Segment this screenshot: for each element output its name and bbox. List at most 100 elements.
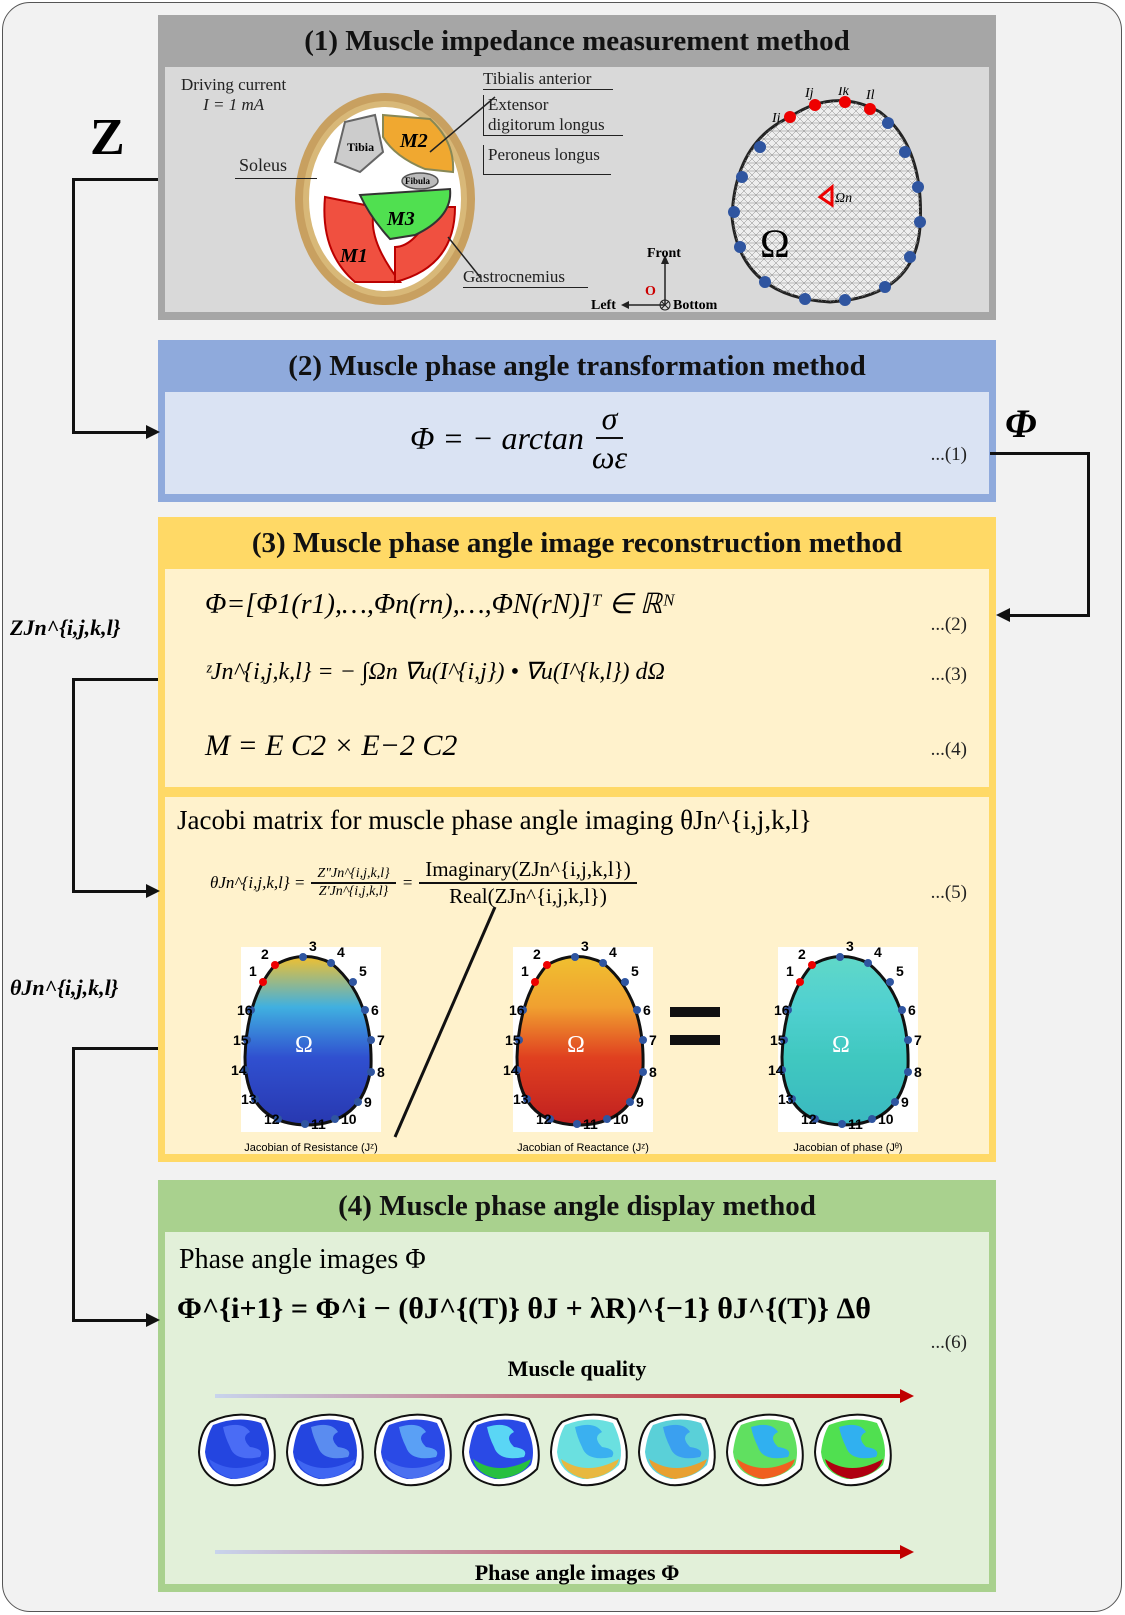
electrode-number: 13 (778, 1091, 794, 1107)
driving-current-label: Driving current I = 1 mA (181, 75, 286, 115)
eq1-lhs: Φ = − arctan (410, 419, 584, 456)
phase-angle-image (549, 1413, 628, 1487)
arrowhead (146, 425, 160, 439)
eq5-fraction-2: Imaginary(ZJn^{i,j,k,l})Real(ZJn^{i,j,k,… (419, 857, 637, 909)
eq6-number: ...(6) (930, 1332, 967, 1353)
electrode-marker (349, 978, 357, 986)
leg-cross-section-diagram: Tibia Fibula M2 M3 M1 (295, 93, 496, 305)
jacobian-caption: Jacobian of phase (Jᶿ) (793, 1142, 902, 1154)
display-content: Phase angle images Φ Φ^{i+1} = Φ^i − (θJ… (165, 1232, 989, 1585)
extensor-line2: digitorum longus (488, 115, 605, 134)
electrode-marker (891, 1098, 899, 1106)
electrode-number: 1 (249, 963, 257, 979)
eq5-f2-den: Real(ZJn^{i,j,k,l}) (449, 884, 607, 908)
electrode-marker (543, 961, 551, 969)
eq1-numerator: σ (595, 400, 624, 439)
phase-angle-image (285, 1413, 364, 1487)
electrode-number: 16 (237, 1002, 253, 1018)
origin-label: O (645, 284, 656, 299)
electrode-number: 7 (649, 1032, 657, 1048)
flow-line (1010, 614, 1090, 617)
electrode-number: 6 (908, 1002, 916, 1018)
current-j-label: Ij (804, 87, 814, 101)
electrode-marker (259, 978, 267, 986)
electrode-number: 12 (264, 1111, 280, 1127)
panel-display: (4) Muscle phase angle display method Ph… (158, 1180, 996, 1592)
arrowhead (996, 608, 1010, 622)
jacobian-caption: Jacobian of Resistance (Jᶻ) (244, 1142, 378, 1154)
arrowhead (146, 884, 160, 898)
eq5-f1-num: Z"Jn^{i,j,k,l} (311, 866, 396, 884)
panel-reconstruction: (3) Muscle phase angle image reconstruct… (158, 517, 996, 1162)
electrode-marker (836, 953, 844, 961)
electrode-number: 16 (774, 1002, 790, 1018)
electrode-marker (633, 1006, 641, 1014)
flow-line (990, 452, 1090, 455)
z-symbol: Z (90, 109, 125, 166)
electrode-number: 8 (914, 1064, 922, 1080)
m1-label: M1 (339, 245, 368, 267)
electrode-number: 14 (231, 1062, 247, 1078)
muscle-quality-label: Muscle quality (507, 1356, 647, 1381)
arrowhead (146, 1313, 160, 1327)
jacobi-title: Jacobi matrix for muscle phase angle ima… (177, 805, 812, 835)
equation-5: θJn^{i,j,k,l} = Z"Jn^{i,j,k,l}Z'Jn^{i,j,… (210, 857, 637, 909)
electrode-marker (367, 1036, 375, 1044)
images-gradient-arrow (215, 1550, 905, 1554)
electrode-number: 10 (878, 1111, 894, 1127)
electrode-number: 4 (609, 944, 617, 960)
eq5-f2-num: Imaginary(ZJn^{i,j,k,l}) (419, 857, 637, 884)
electrode-marker (898, 1006, 906, 1014)
electrode-marker (639, 1036, 647, 1044)
electrode-marker (299, 953, 307, 961)
electrode-number: 14 (768, 1062, 784, 1078)
electrode-number: 9 (636, 1094, 644, 1110)
electrode-marker (868, 1115, 876, 1123)
electrode-number: 4 (874, 944, 882, 960)
m2-label: M2 (399, 130, 428, 152)
electrode-marker (531, 978, 539, 986)
electrode-marker (796, 978, 804, 986)
electrode-number: 8 (649, 1064, 657, 1080)
electrode-number: 5 (359, 963, 367, 979)
electrode-number: 9 (364, 1094, 372, 1110)
phase-images-subtitle: Phase angle images Φ (179, 1244, 426, 1275)
bottom-label: Bottom (673, 298, 718, 313)
current-i-label: Ii (771, 111, 781, 126)
phase-angle-image (725, 1413, 804, 1487)
eq3-number: ...(3) (930, 664, 967, 685)
theta-jacobian-symbol: θJn^{i,j,k,l} (10, 975, 119, 1000)
flow-line (72, 678, 158, 681)
electrode-number: 13 (513, 1091, 529, 1107)
phase-angle-image (461, 1413, 540, 1487)
electrode-number: 6 (371, 1002, 379, 1018)
electrode-number: 11 (311, 1116, 326, 1132)
gastrocnemius-label: Gastrocnemius (463, 267, 588, 288)
equation-1: Φ = − arctan σ ωε (410, 400, 627, 476)
electrode-marker (864, 959, 872, 967)
flow-line (72, 890, 150, 893)
electrode-marker (626, 1098, 634, 1106)
z-jacobian-symbol: ZJn^{i,j,k,l} (10, 615, 121, 640)
transformation-content: Φ = − arctan σ ωε ...(1) (165, 392, 989, 494)
reconstruction-equations: Φ=[Φ1(r1),…,Φn(rn),…,ΦN(rN)]ᵀ ∈ ℝᴺ ...(2… (165, 569, 989, 787)
electrode-marker (811, 1115, 819, 1123)
electrode-number: 9 (901, 1094, 909, 1110)
electrode-marker (243, 1036, 251, 1044)
current-k-label: Ik (837, 87, 850, 99)
electrode-marker (808, 961, 816, 969)
flow-line (72, 178, 75, 433)
electrode-marker (251, 1095, 259, 1103)
electrode-marker (886, 978, 894, 986)
tibialis-label: Tibialis anterior (483, 69, 613, 90)
electrode-marker (274, 1115, 282, 1123)
fibula-label: Fibula (405, 176, 431, 186)
extensor-line1: Extensor (488, 95, 549, 114)
electrode-marker (241, 1066, 249, 1074)
arrowhead (900, 1389, 914, 1403)
tibia-label: Tibia (347, 140, 374, 154)
fem-mesh-diagram: Ωn Ω Ii Ij Ik Il (728, 87, 926, 306)
